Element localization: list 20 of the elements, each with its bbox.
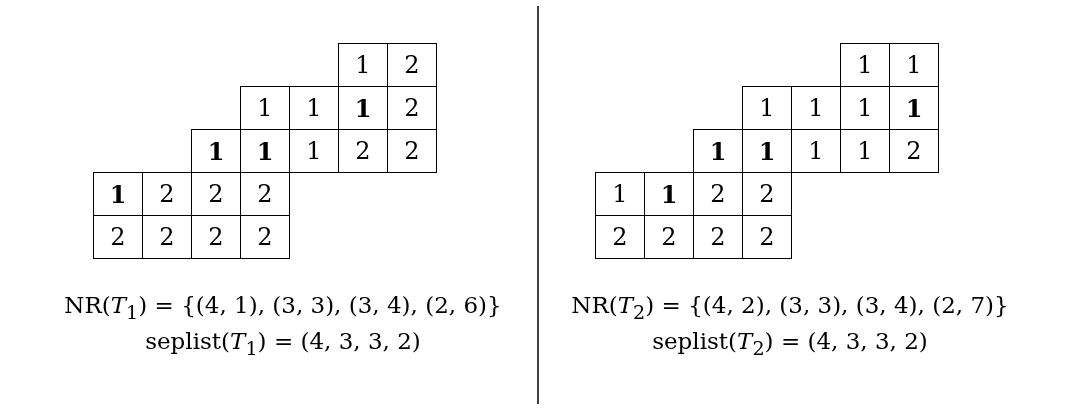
tableau-cell: 1 bbox=[693, 129, 743, 173]
formula: NR(T$_{2}$) = {(4, 2), (3, 3), (3, 4), (2, 7)} bbox=[571, 292, 1009, 324]
formula: NR(T$_{1}$) = {(4, 1), (3, 3), (3, 4), (2, 6)} bbox=[64, 292, 502, 324]
tableau-cell: 1 bbox=[595, 172, 645, 216]
tableau-cell: 2 bbox=[93, 215, 143, 259]
tableau-cell: 2 bbox=[595, 215, 645, 259]
tableau-cell: 2 bbox=[742, 215, 792, 259]
formula: seplist(T$_{2}$) = (4, 3, 3, 2) bbox=[652, 328, 928, 360]
tableau-cell: 1 bbox=[338, 43, 388, 87]
tableau-cell: 1 bbox=[889, 43, 939, 87]
tableau-cell: 1 bbox=[93, 172, 143, 216]
tableau-cell: 2 bbox=[240, 215, 290, 259]
tableau-cell: 2 bbox=[387, 43, 437, 87]
tableau-cell: 1 bbox=[240, 86, 290, 130]
tableau-cell: 1 bbox=[191, 129, 241, 173]
formula: seplist(T$_{1}$) = (4, 3, 3, 2) bbox=[145, 328, 421, 360]
tableau-cell: 2 bbox=[889, 129, 939, 173]
tableau-cell: 2 bbox=[387, 129, 437, 173]
tableau-cell: 1 bbox=[840, 43, 890, 87]
tableau-cell: 1 bbox=[742, 86, 792, 130]
